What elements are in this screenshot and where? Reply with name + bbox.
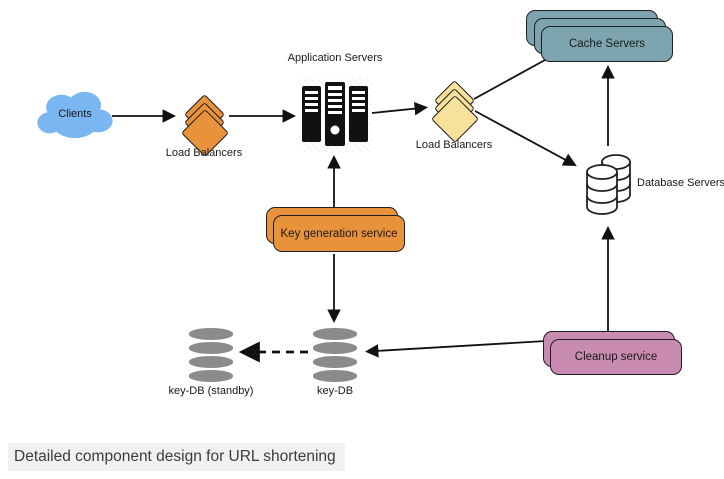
key-db-standby-node [189,328,233,384]
load-balancers-2-label: Load Balancers [415,139,493,151]
cleanup-service-label: Cleanup service [574,351,658,363]
database-cylinders-icon [586,154,631,215]
edge-appservers-to-lb2 [371,101,429,116]
cylinder-disc [189,328,233,340]
load-balancers-2-node [428,79,482,144]
database-servers-label: Database Servers [637,177,724,189]
figure-caption: Detailed component design for URL shorte… [8,443,345,471]
key-generation-service-node: Key generation service [266,207,406,253]
cylinder-disc [313,356,357,368]
key-db-node [313,328,357,384]
cache-servers-label: Cache Servers [568,38,646,50]
cache-servers-node: Cache Servers [526,10,676,64]
key-generation-service-label: Key generation service [280,227,398,240]
server-towers-icon [302,82,368,146]
database-servers-node [586,154,632,221]
cylinder-disc [189,342,233,354]
edge-lb2-to-db [474,110,577,166]
key-db-label: key-DB [316,385,354,397]
cylinder-disc [313,370,357,382]
cleanup-service-node: Cleanup service [543,331,683,375]
clients-label: Clients [58,108,92,120]
cylinder-disc [313,342,357,354]
application-servers-node [300,78,370,155]
cylinder-disc [313,328,357,340]
load-balancers-1-label: Load Balancers [165,147,243,159]
clients-node: Clients [36,88,114,142]
edge-lb2-to-cache [473,59,546,100]
cloud-icon [37,91,113,139]
cache-card-front: Cache Servers [541,26,673,62]
cylinder-disc [189,356,233,368]
cleanup-card-front: Cleanup service [550,339,682,375]
key-db-standby-label: key-DB (standby) [168,385,254,397]
edge-cleanup-to-keydb [364,340,547,358]
application-servers-label: Application Servers [287,52,383,64]
cylinder-disc [189,370,233,382]
keygen-card-front: Key generation service [273,215,405,252]
